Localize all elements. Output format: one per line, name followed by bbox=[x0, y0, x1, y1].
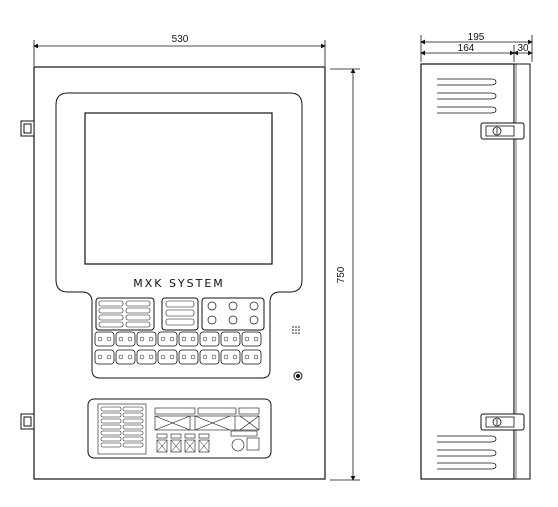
indicator-block-left bbox=[95, 297, 155, 331]
knob-block-right bbox=[201, 297, 265, 331]
brand-label: MXK SYSTEM bbox=[133, 277, 225, 290]
lower-control-module bbox=[87, 398, 272, 459]
side-body-depth-label: 164 bbox=[458, 43, 475, 54]
side-total-depth-label: 195 bbox=[468, 32, 485, 43]
channel-buttons-row-2 bbox=[94, 349, 262, 365]
side-door-depth-label: 30 bbox=[517, 43, 529, 54]
latch-icon bbox=[480, 413, 525, 431]
side-body-depth-dimension: 164 30 bbox=[420, 43, 533, 62]
vent-louver-icon bbox=[437, 78, 497, 114]
display-screen bbox=[84, 112, 273, 265]
front-height-label: 750 bbox=[336, 266, 347, 283]
front-width-label: 530 bbox=[172, 34, 189, 45]
indicator-block-middle bbox=[161, 297, 199, 331]
channel-buttons-row-1 bbox=[94, 331, 262, 347]
hinge-icon bbox=[20, 120, 35, 137]
vent-louver-icon bbox=[437, 435, 497, 470]
front-width-dimension: 530 bbox=[33, 34, 326, 66]
latch-icon bbox=[480, 122, 525, 140]
speaker-grille-icon bbox=[292, 326, 300, 334]
side-door-profile bbox=[513, 63, 531, 480]
side-view bbox=[420, 63, 531, 480]
side-total-depth-dimension: 195 bbox=[420, 32, 533, 62]
front-height-dimension: 750 bbox=[330, 68, 360, 481]
key-lock-icon bbox=[293, 371, 303, 381]
channel-leds bbox=[97, 336, 259, 360]
hinge-icon bbox=[20, 413, 35, 430]
front-view: MXK SYSTEM bbox=[20, 66, 326, 480]
